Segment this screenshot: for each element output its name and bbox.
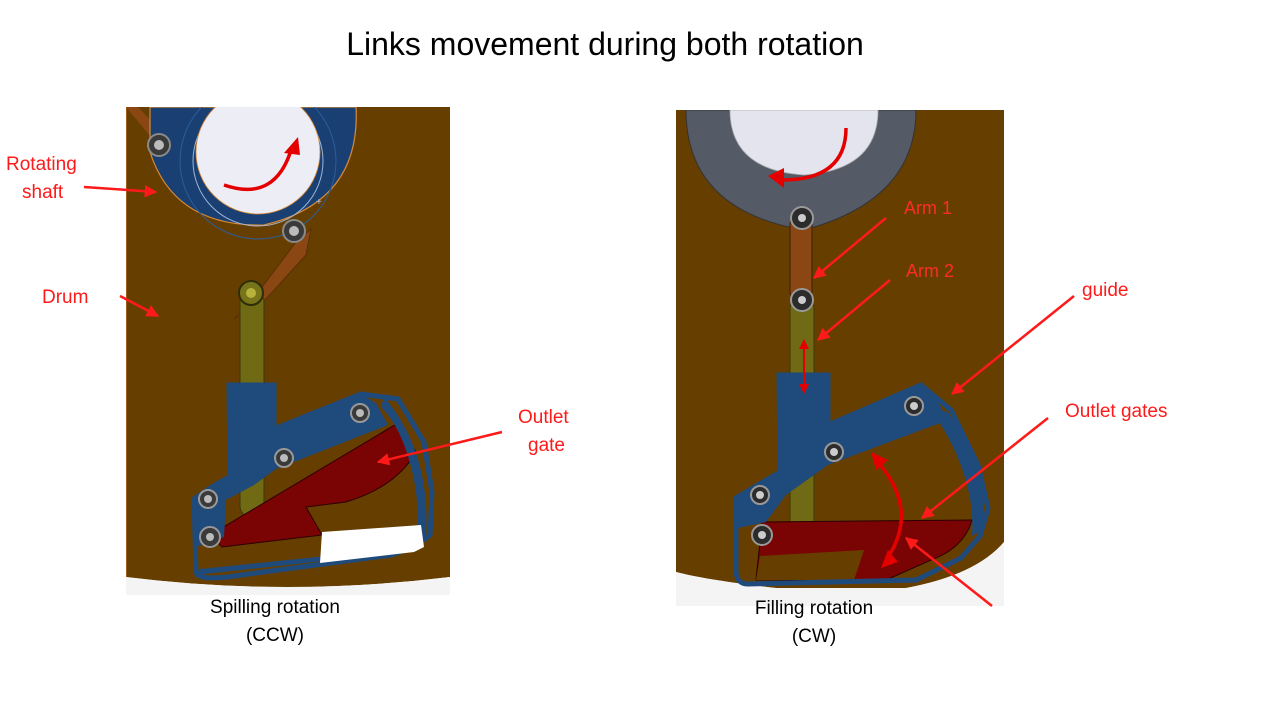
rotating-shaft-label: Rotating shaft xyxy=(6,154,77,203)
spilling-mechanism-image: + xyxy=(126,107,450,595)
rotation-arrow xyxy=(781,127,848,182)
arm-1-pivot xyxy=(790,206,814,230)
guide-bolt xyxy=(198,489,218,509)
guide-bolt xyxy=(904,396,924,416)
arm-2-pivot xyxy=(790,288,814,312)
spilling-caption: Spilling rotation (CCW) xyxy=(210,597,340,646)
guide-bolt xyxy=(274,448,294,468)
rotation-arrow xyxy=(223,146,294,192)
arm2-label: Arm 2 xyxy=(906,261,955,281)
drum-label: Drum xyxy=(42,287,89,308)
arm1-label: Arm 1 xyxy=(904,198,953,218)
svg-text:+: + xyxy=(316,197,322,208)
arm-1 xyxy=(789,217,813,299)
filling-caption: Filling rotation (CW) xyxy=(754,598,874,647)
guide-bolt xyxy=(350,403,370,423)
arm-pivot-bolt xyxy=(238,280,264,306)
rotating-shaft xyxy=(685,110,917,231)
shaft-bolt xyxy=(282,219,306,243)
guide-bolt xyxy=(824,442,844,462)
guide-bolt xyxy=(199,526,221,548)
filling-mechanism-image xyxy=(676,110,1004,606)
slide-title: Links movement during both rotation xyxy=(346,26,864,62)
guide-bolt xyxy=(751,524,773,546)
shaft-bolt xyxy=(147,133,171,157)
outlet-gate-label: Outlet gate xyxy=(518,407,569,456)
swing-arrow xyxy=(874,458,904,562)
guide-bolt xyxy=(750,485,770,505)
guide-label: guide xyxy=(1082,280,1129,301)
outlet-gates-label: Outlet gates xyxy=(1065,401,1168,422)
